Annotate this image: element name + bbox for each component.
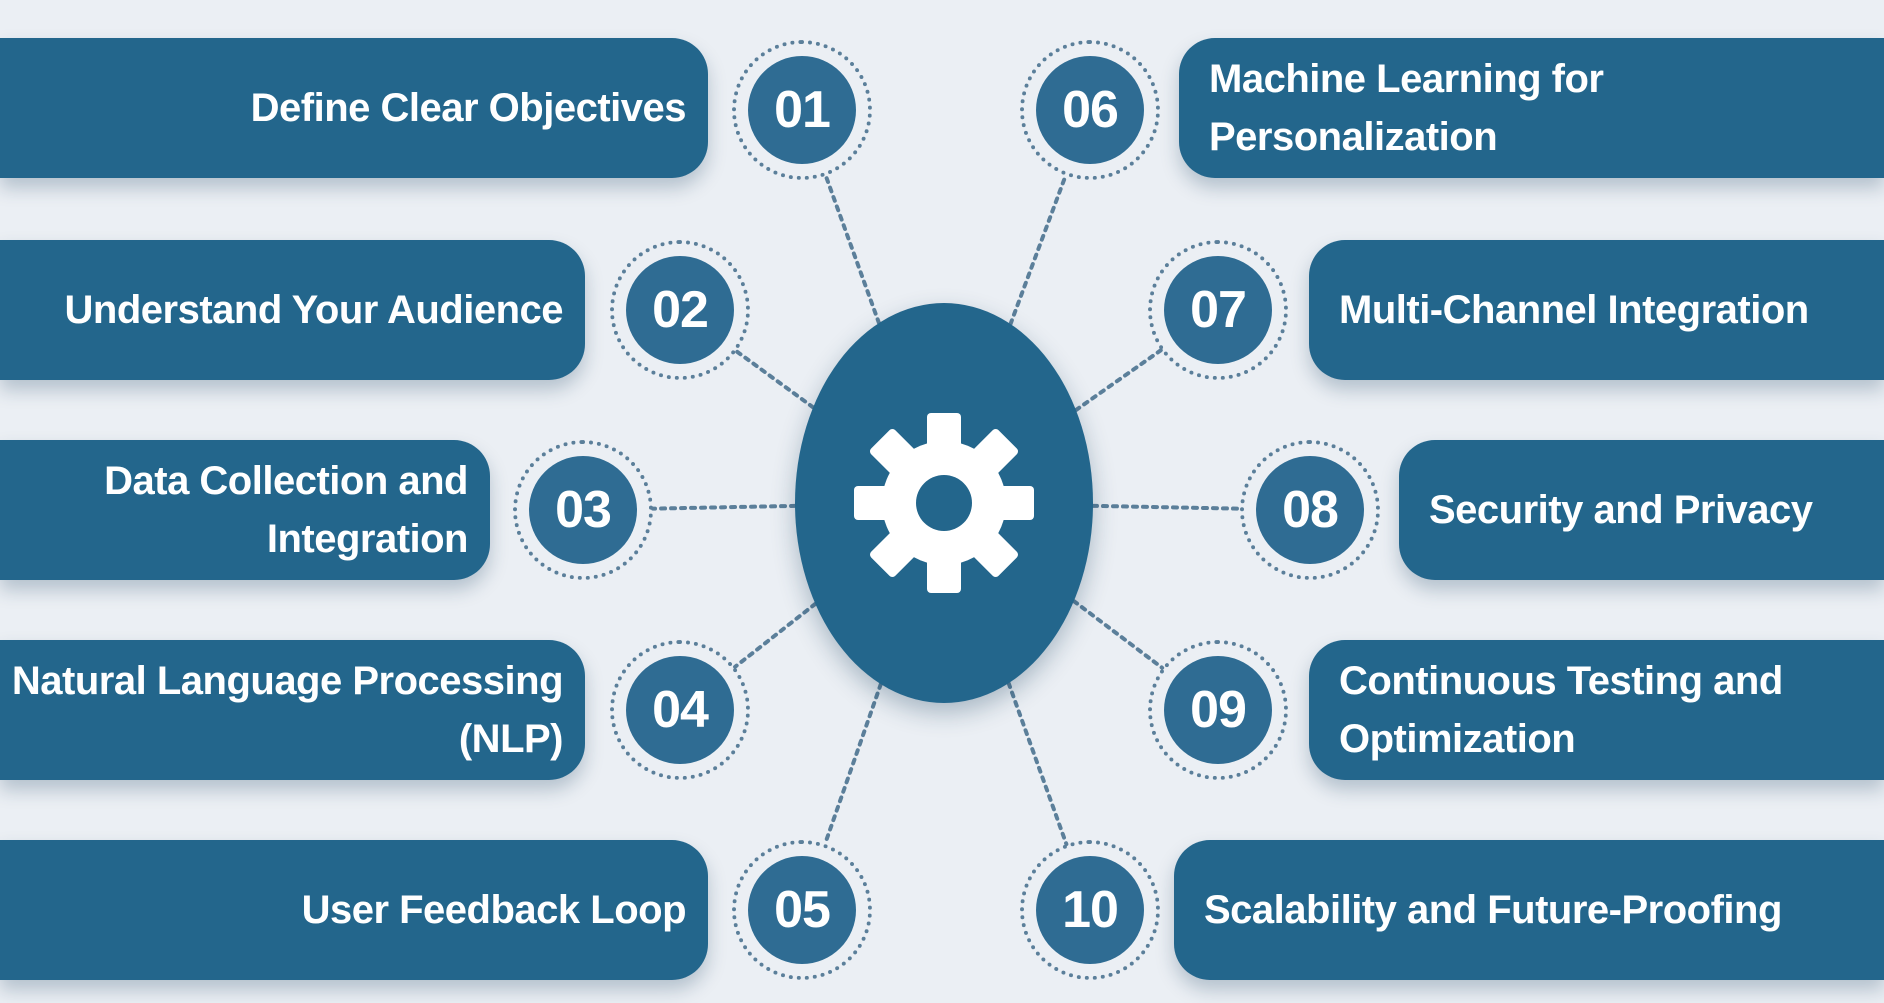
step-badge-06: 06 (1020, 40, 1160, 180)
step-badge-09: 09 (1148, 640, 1288, 780)
connector-line-05 (823, 682, 883, 846)
step-label-10: Scalability and Future-Proofing (1204, 888, 1782, 932)
connector-line-01 (823, 173, 881, 326)
step-label-05: User Feedback Loop (301, 888, 687, 932)
step-badge-05: 05 (732, 840, 872, 980)
step-bar-07: Multi-Channel Integration (1309, 240, 1884, 380)
step-bar-01: Define Clear Objectives (0, 38, 708, 178)
connector-line-09 (1071, 599, 1165, 670)
step-bar-08: Security and Privacy (1399, 440, 1884, 580)
connector-line-06 (1008, 173, 1068, 327)
step-bar-04: Natural Language Processing (NLP) (0, 640, 585, 780)
step-badge-07: 07 (1148, 240, 1288, 380)
step-badge-02: 02 (610, 240, 750, 380)
step-badge-04: 04 (610, 640, 750, 780)
connector-line-03 (650, 503, 798, 511)
step-label-06: Machine Learning for Personalization (1209, 57, 1604, 159)
step-label-09-line-2: Optimization (1339, 717, 1576, 761)
step-label-07: Multi-Channel Integration (1339, 288, 1809, 332)
connector-line-10 (1006, 681, 1069, 847)
step-bar-09: Continuous Testing and Optimization (1309, 640, 1884, 780)
step-badge-03: 03 (513, 440, 653, 580)
step-badge-10: 10 (1020, 840, 1160, 980)
connector-line-07 (1073, 348, 1163, 413)
step-label-03-line-2: Integration (266, 517, 469, 561)
step-label-04-line-1: Natural Language Processing (11, 659, 564, 703)
step-bar-05: User Feedback Loop (0, 840, 708, 980)
gear-icon (854, 413, 1034, 593)
step-bar-10: Scalability and Future-Proofing (1174, 840, 1884, 980)
step-label-04: Natural Language Processing (NLP) (11, 652, 564, 768)
step-label-01: Define Clear Objectives (250, 86, 687, 130)
step-label-09-line-1: Continuous Testing and (1339, 659, 1783, 703)
step-label-08: Security and Privacy (1429, 488, 1813, 532)
step-label-04-line-2: (NLP) (458, 717, 564, 761)
step-label-02: Understand Your Audience (64, 288, 564, 332)
step-label-09: Continuous Testing and Optimization (1339, 652, 1783, 768)
step-bar-06: Machine Learning for Personalization (1179, 38, 1884, 178)
step-bar-03: Data Collection and Integration (0, 440, 490, 580)
step-badge-01: 01 (732, 40, 872, 180)
connector-line-04 (733, 601, 818, 669)
central-hub (795, 303, 1093, 703)
step-label-03: Data Collection and Integration (104, 452, 468, 568)
step-bar-02: Understand Your Audience (0, 240, 585, 380)
connector-line-08 (1090, 503, 1243, 511)
connector-line-02 (734, 349, 816, 410)
step-label-03-line-1: Data Collection and (104, 459, 468, 503)
step-badge-08: 08 (1240, 440, 1380, 580)
